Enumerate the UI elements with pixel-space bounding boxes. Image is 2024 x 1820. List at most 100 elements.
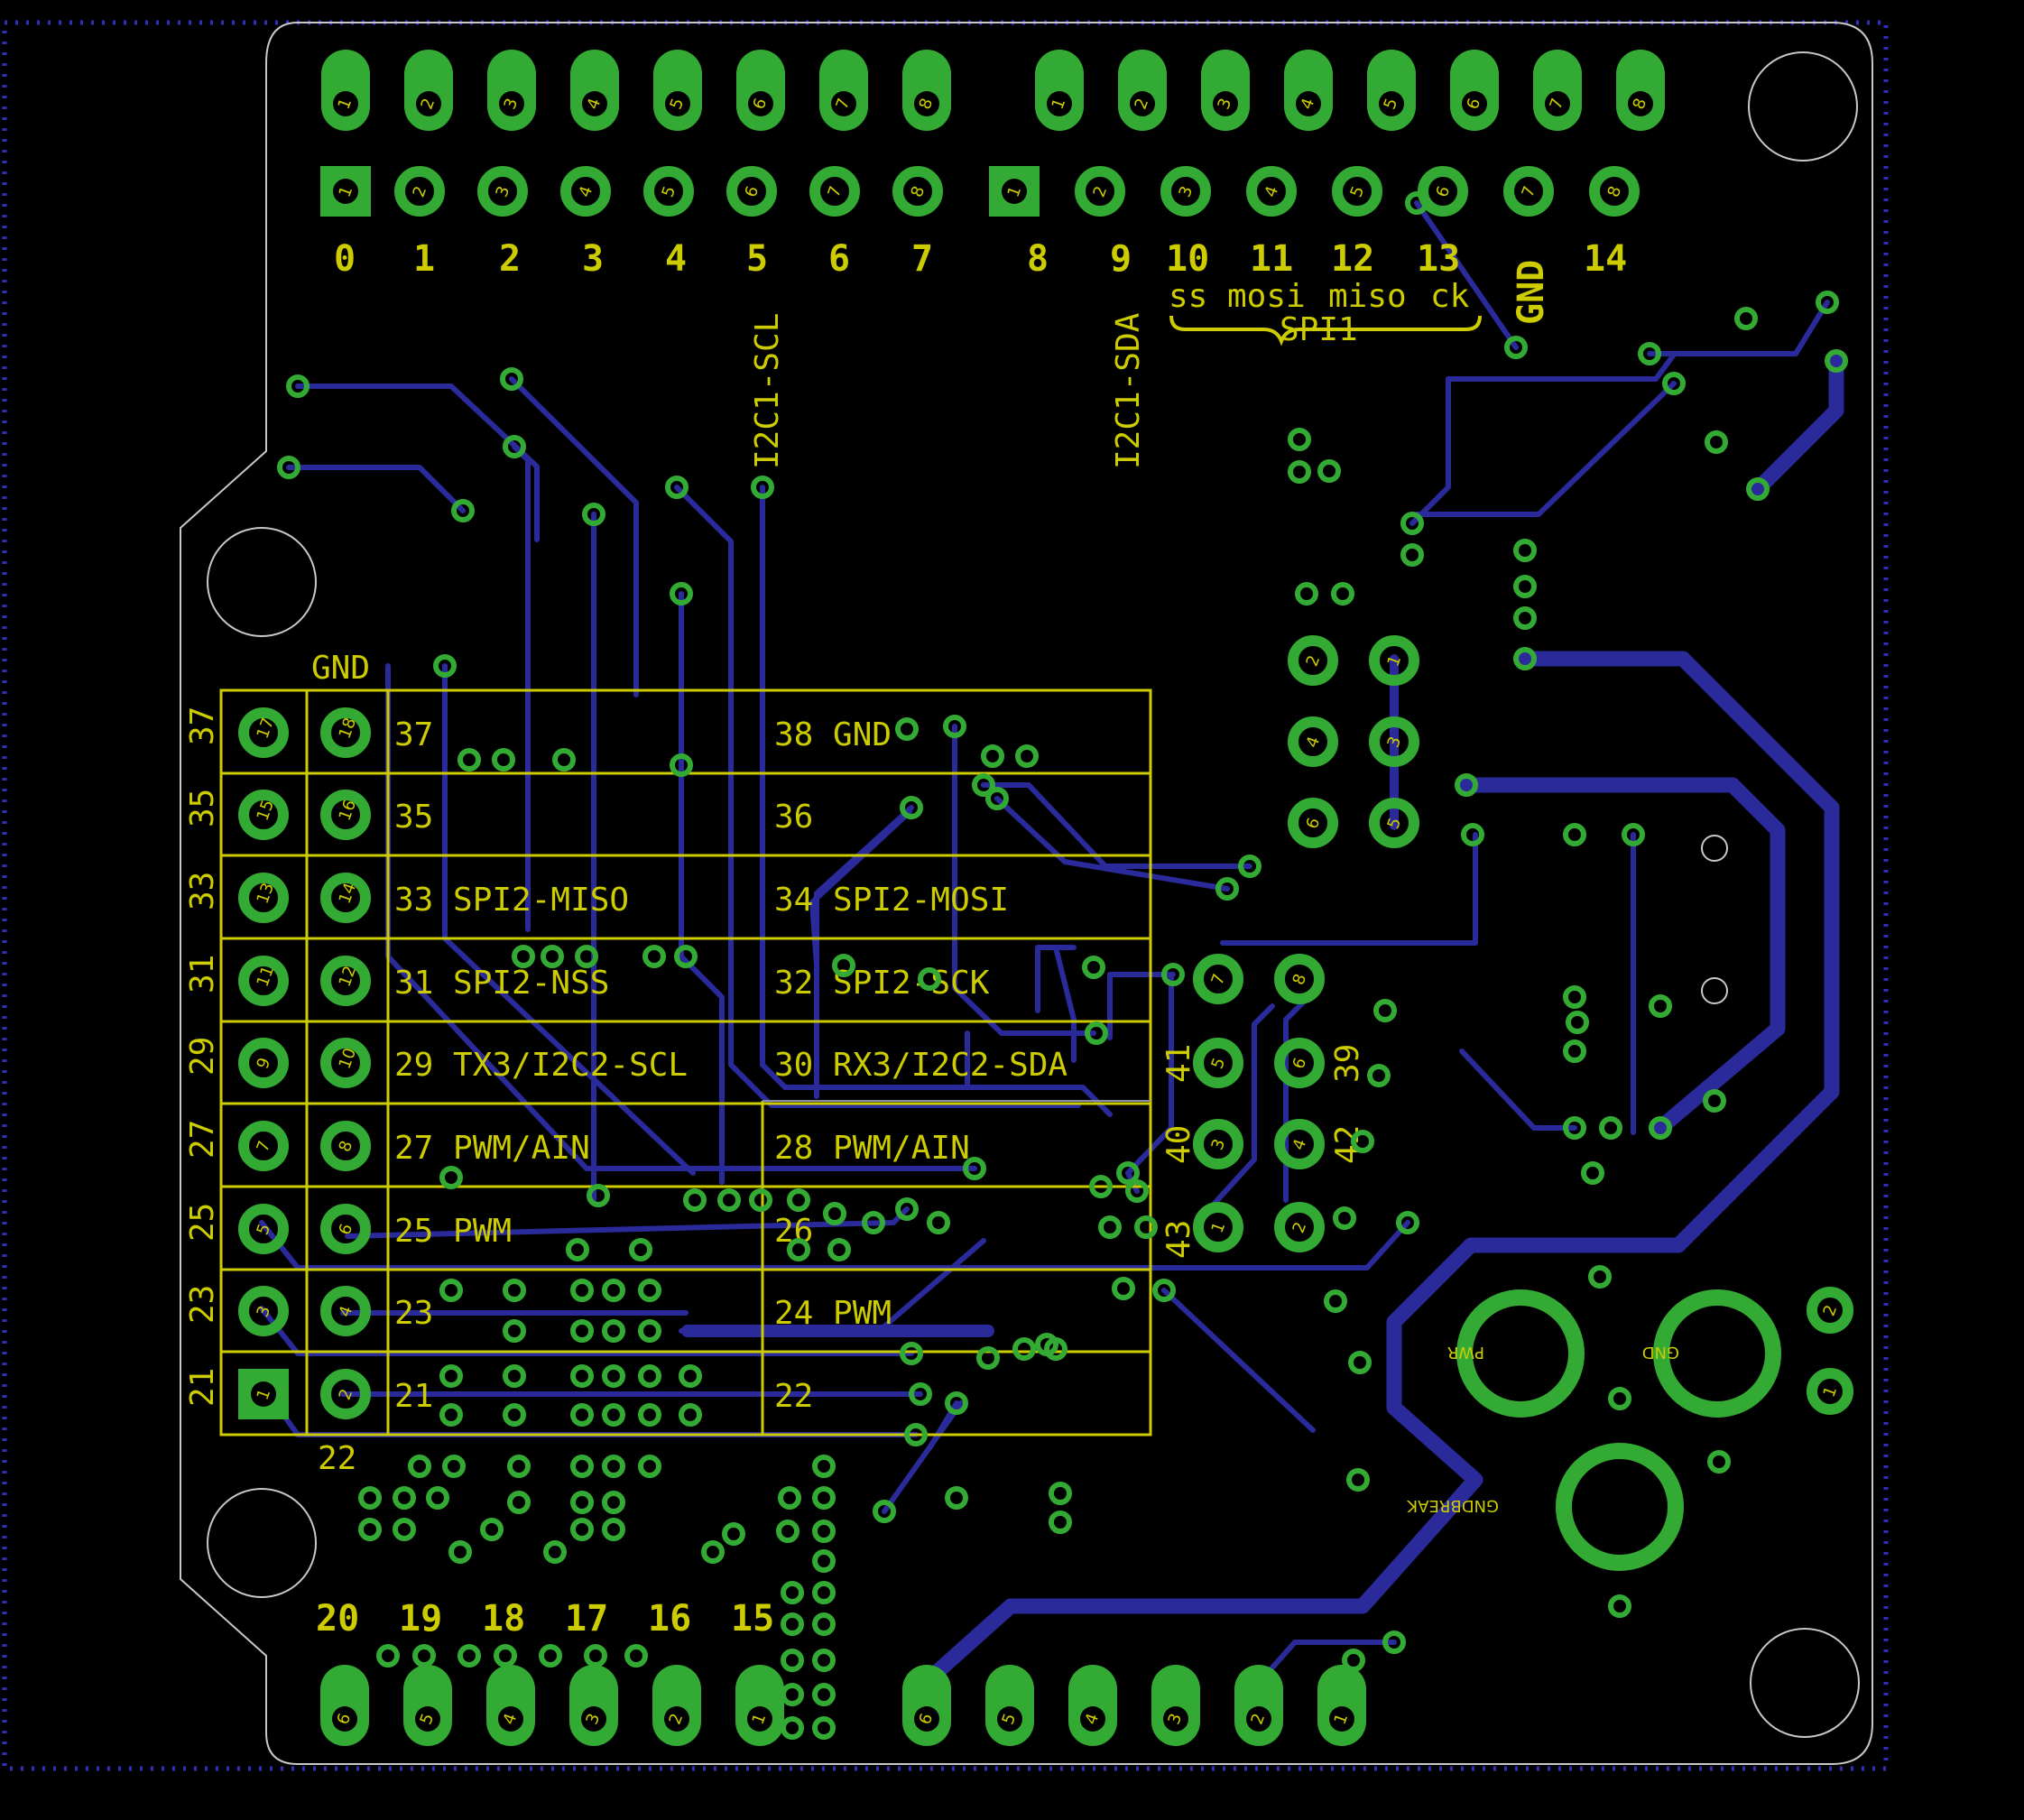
via-150 [602,1518,625,1541]
top-header-right-oval-pad-6-drill [1462,91,1487,116]
small-header-pad-6-number: 6 [1289,1055,1311,1071]
via-37 [1015,744,1039,768]
small-header-pad-7 [1193,954,1243,1004]
ext-gnd-label: GND [311,650,370,687]
small-header-pad-8-number: 8 [1289,971,1311,987]
ext-pad-3 [238,1286,289,1336]
via-116 [570,1319,594,1343]
via-89 [976,1346,1000,1370]
via-49 [1566,1011,1589,1034]
power-traces [917,353,1844,1691]
i2c1-scl-label: I2C1-SCL [749,313,786,469]
via-109 [827,1238,851,1261]
top-header-right-oval-pad-7 [1533,50,1582,131]
pwr-label: PWR [1447,1343,1484,1362]
spi1-ck-label: ck [1430,278,1470,315]
bottom-header-left-oval-pad-5-drill [415,1706,440,1732]
small-header-pad-5 [1193,1038,1243,1088]
via-98 [683,1188,707,1212]
via-158 [543,1540,567,1564]
bottom-label-17: 17 [565,1598,608,1640]
top-header-right-pad-2 [1075,166,1125,217]
via-169 [812,1612,836,1636]
top-label-0: 0 [334,238,356,280]
via-4 [503,435,526,458]
bottom-header-left-oval-pad-2-drill [664,1706,689,1732]
via-95 [900,1342,923,1365]
via-30 [457,748,481,771]
via-154 [1049,1482,1072,1505]
ext-pad-2 [320,1369,371,1419]
top-header-left-oval-pad-8-drill [914,91,939,116]
top-header-right-pad-4 [1246,166,1297,217]
via-123 [638,1364,661,1388]
via-52 [1563,1116,1586,1140]
top-label-6: 6 [828,238,850,280]
via-40 [900,796,923,819]
via-23 [1400,543,1424,567]
via-170 [812,1649,836,1672]
via-84 [1112,1277,1135,1300]
bottom-header-left-oval-pad-2 [652,1665,701,1746]
via-63 [1588,1265,1612,1289]
ext-bottom-label: 22 [318,1440,356,1477]
top-header-left-pad-4 [560,166,611,217]
via-145 [812,1486,836,1510]
via-155 [1049,1511,1072,1534]
via-157 [448,1540,472,1564]
ext-right-label-7: 24 PWM [774,1295,892,1332]
small-header-pad-4-number: 4 [1289,1136,1311,1152]
top-header-left-pad-4-number: 4 [576,183,597,199]
via-112 [570,1279,594,1302]
via-171 [812,1683,836,1706]
via-132 [442,1455,466,1478]
via-71 [575,945,598,968]
top-header-left-oval-pad-7 [819,50,868,131]
ext-row-number-35: 35 [184,789,221,827]
bottom-header-left-oval-pad-3 [569,1665,618,1746]
small-header-pad-2-number: 2 [1289,1219,1311,1235]
via-53 [1599,1116,1622,1140]
via-3 [500,367,523,391]
via-163 [412,1644,436,1668]
bottom-header-left-oval-pad-4 [486,1665,535,1746]
via-144 [778,1486,801,1510]
icsp-pad-4 [1288,716,1338,767]
ext-pad-11 [238,956,289,1006]
top-label-2: 2 [499,238,521,280]
top-header-right-pad-5-number: 5 [1347,183,1369,199]
via-151 [722,1522,745,1546]
bottom-header-right-oval-pad-2 [1234,1665,1283,1746]
ext-row-number-33: 33 [184,872,221,910]
via-80 [1089,1175,1113,1198]
via-176 [781,1683,804,1706]
top-header-right-oval-pad-2 [1118,50,1167,131]
top-header-left-pad-5-number: 5 [659,183,680,199]
via-70 [541,945,564,968]
via-12 [1288,460,1311,484]
top-header-right-oval-pad-8 [1616,50,1665,131]
small-label-40: 40 [1160,1125,1197,1164]
top-header-left-pad-7 [809,166,860,217]
small-header-pad-6 [1274,1038,1325,1088]
ext-right-label-1: 36 [774,799,813,836]
power-pad-1 [1807,1368,1853,1415]
via-178 [1342,1649,1365,1672]
via-102 [823,1202,846,1225]
via-10 [1288,428,1311,451]
ext-left-label-4: 29 TX3/I2C2-SCL [394,1047,688,1084]
via-29 [1331,582,1354,605]
top-header-left-oval-pad-5 [653,50,702,131]
via-19 [1504,336,1528,359]
small-header-pad-1 [1193,1202,1243,1252]
ext-right-label-3: 32 SPI2-SCK [774,965,990,1002]
via-164 [457,1644,481,1668]
via-55 [1581,1161,1604,1185]
small-header-pad-4 [1274,1119,1325,1169]
small-header-pad-7-number: 7 [1208,971,1230,987]
top-header-left-pad-3 [477,166,528,217]
via-77 [1161,963,1185,986]
ext-pad-8-number: 8 [336,1138,357,1154]
ext-left-label-5: 27 PWM/AIN [394,1130,590,1167]
icsp-pad-1 [1369,635,1419,686]
